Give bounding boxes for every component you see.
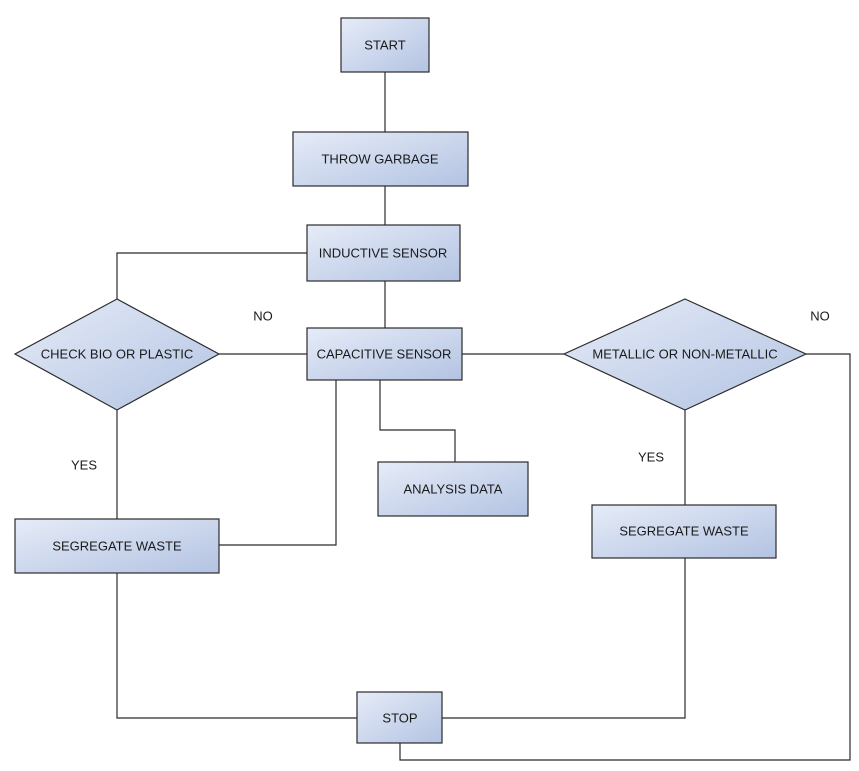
- segregate-waste-right-label: SEGREGATE WASTE: [619, 524, 749, 539]
- inductive-sensor-label: INDUCTIVE SENSOR: [319, 246, 448, 261]
- connector-capacitive-segregate-left: [219, 380, 337, 546]
- check-bio-or-plastic-label: CHECK BIO OR PLASTIC: [41, 347, 193, 362]
- capacitive-sensor-box: [306, 327, 463, 381]
- connector-inductive-check: [116, 252, 307, 299]
- node-check-bio-or-plastic: CHECK BIO OR PLASTIC: [13, 298, 221, 411]
- node-analysis-data: ANALYSIS DATA: [377, 461, 529, 517]
- node-stop: STOP: [356, 691, 443, 744]
- metallic-or-non-metallic-diamond: [562, 298, 808, 411]
- stop-box: [356, 691, 443, 744]
- connectors: [116, 72, 851, 761]
- edge-label-no-left: NO: [253, 309, 273, 324]
- node-capacitive-sensor: CAPACITIVE SENSOR: [306, 327, 463, 381]
- edge-label-yes-left: YES: [71, 458, 97, 473]
- edge-label-yes-right: YES: [638, 450, 664, 465]
- throw-garbage-box: [292, 131, 469, 187]
- start-label: START: [364, 38, 405, 53]
- analysis-data-label: ANALYSIS DATA: [404, 482, 503, 497]
- analysis-data-box: [377, 461, 529, 517]
- node-throw-garbage: THROW GARBAGE: [292, 131, 469, 187]
- inductive-sensor-box: [306, 224, 461, 282]
- connector-segregate-right-stop: [442, 558, 686, 719]
- segregate-waste-right-box: [591, 504, 777, 559]
- connector-segregate-left-stop: [116, 573, 357, 719]
- node-segregate-waste-left: SEGREGATE WASTE: [14, 518, 220, 574]
- start-box: [340, 17, 430, 73]
- edge-label-no-right: NO: [810, 309, 830, 324]
- node-start: START: [340, 17, 430, 73]
- connector-metallic-no-stop: [399, 353, 851, 761]
- connector-capacitive-analysis: [379, 380, 456, 462]
- segregate-waste-left-box: [14, 518, 220, 574]
- stop-label: STOP: [382, 711, 417, 726]
- metallic-or-non-metallic-label: METALLIC OR NON-METALLIC: [592, 347, 777, 362]
- capacitive-sensor-label: CAPACITIVE SENSOR: [317, 347, 452, 362]
- throw-garbage-label: THROW GARBAGE: [321, 152, 438, 167]
- node-inductive-sensor: INDUCTIVE SENSOR: [306, 224, 461, 282]
- check-bio-or-plastic-diamond: [13, 298, 221, 411]
- node-segregate-waste-right: SEGREGATE WASTE: [591, 504, 777, 559]
- segregate-waste-left-label: SEGREGATE WASTE: [52, 539, 182, 554]
- node-metallic-or-non-metallic: METALLIC OR NON-METALLIC: [562, 298, 808, 411]
